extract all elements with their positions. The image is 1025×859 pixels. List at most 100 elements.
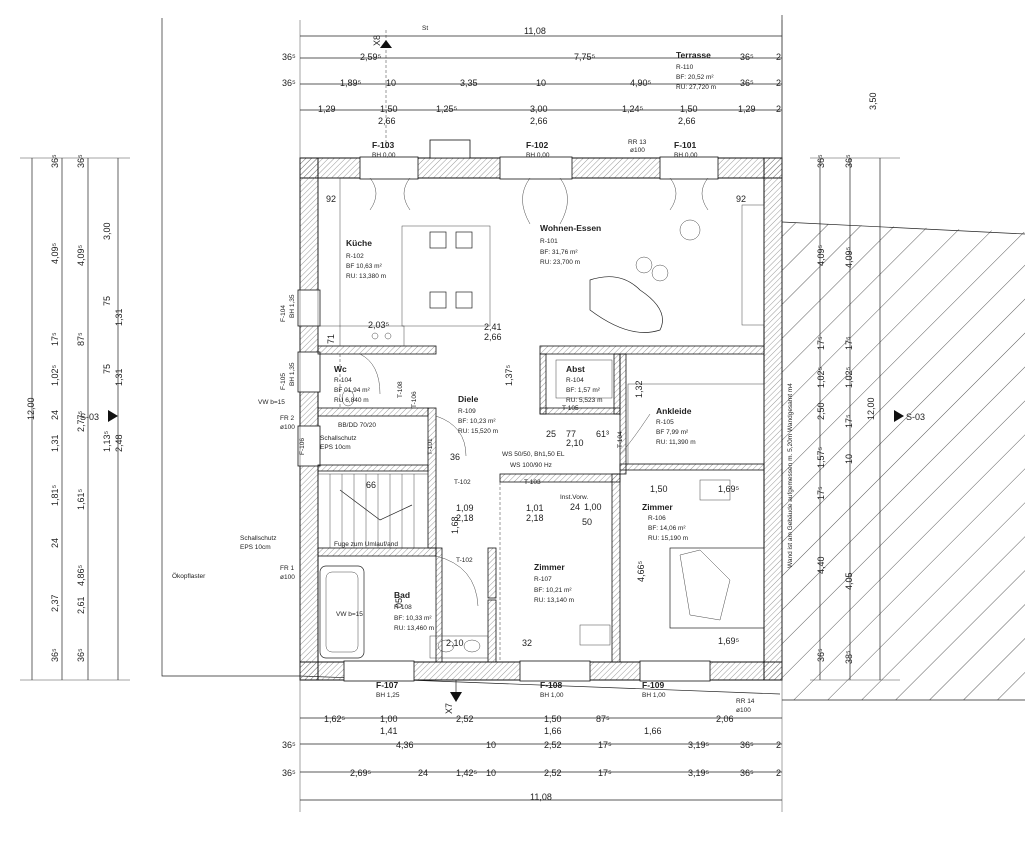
room-ankleide: Ankleide R-105 BF 7,99 m² RU: 11,390 m — [656, 406, 696, 446]
svg-text:36⁵: 36⁵ — [740, 740, 754, 750]
svg-text:R-107: R-107 — [534, 576, 552, 583]
svg-text:3,19⁵: 3,19⁵ — [688, 740, 710, 750]
outer-walls — [297, 139, 783, 682]
svg-text:RU: 15,520 m: RU: 15,520 m — [458, 428, 498, 435]
svg-text:1,41: 1,41 — [380, 726, 398, 736]
svg-text:EPS 10cm: EPS 10cm — [240, 544, 271, 551]
svg-text:2,69⁵: 2,69⁵ — [350, 768, 372, 778]
svg-text:R-110: R-110 — [676, 64, 694, 71]
svg-text:BF 01,94 m²: BF 01,94 m² — [334, 387, 371, 394]
svg-text:R-104: R-104 — [566, 377, 584, 384]
svg-text:RU: 11,390 m: RU: 11,390 m — [656, 439, 696, 446]
svg-text:2,10: 2,10 — [566, 438, 584, 448]
svg-text:36⁵: 36⁵ — [50, 154, 60, 168]
svg-text:WS 50/50, Bh1,50 EL: WS 50/50, Bh1,50 EL — [502, 451, 565, 458]
svg-text:4,90⁵: 4,90⁵ — [630, 78, 652, 88]
svg-text:BH 1,00: BH 1,00 — [540, 692, 564, 699]
svg-text:1,02⁵: 1,02⁵ — [816, 366, 826, 388]
svg-text:17⁵: 17⁵ — [844, 414, 854, 428]
svg-text:ø100: ø100 — [280, 574, 295, 581]
svg-text:1,69⁵: 1,69⁵ — [718, 636, 740, 646]
svg-text:2: 2 — [776, 52, 781, 62]
svg-text:BB/DD 70/20: BB/DD 70/20 — [338, 422, 376, 429]
svg-text:17⁵: 17⁵ — [816, 486, 826, 500]
svg-text:36⁵: 36⁵ — [740, 768, 754, 778]
svg-text:2,10: 2,10 — [446, 638, 464, 648]
svg-text:66: 66 — [366, 480, 376, 490]
svg-text:2,18: 2,18 — [526, 513, 544, 523]
svg-text:S-03: S-03 — [80, 412, 99, 422]
svg-text:F-108: F-108 — [540, 680, 562, 690]
top-dimensions: 11,08 36⁵ 2,59⁵ 7,75⁵ 36⁵ 36⁵ 1,89⁵ 10 3… — [282, 26, 781, 126]
svg-text:1,69⁵: 1,69⁵ — [718, 484, 740, 494]
svg-text:1,81⁵: 1,81⁵ — [50, 484, 60, 506]
svg-text:BF: 10,21 m²: BF: 10,21 m² — [534, 587, 572, 594]
svg-text:1,32: 1,32 — [634, 380, 644, 398]
svg-text:1,31: 1,31 — [50, 434, 60, 452]
bottom-dimensions: 1,62⁵ 1,00 2,52 1,50 87⁵ 2,06 1,41 1,66 … — [282, 714, 781, 802]
svg-text:36⁵: 36⁵ — [816, 154, 826, 168]
furniture — [317, 177, 765, 662]
svg-text:10: 10 — [386, 78, 396, 88]
svg-text:Diele: Diele — [458, 394, 479, 404]
svg-text:BF: 10,33 m²: BF: 10,33 m² — [394, 615, 432, 622]
window-labels: F-103 BH 0,00 F-102 BH 0,00 F-101 BH 0,0… — [280, 139, 755, 714]
svg-text:F-105: F-105 — [280, 373, 287, 390]
svg-text:T-104: T-104 — [617, 431, 624, 448]
svg-text:R-104: R-104 — [334, 377, 352, 384]
svg-text:F-104: F-104 — [280, 305, 287, 322]
svg-text:3,00: 3,00 — [102, 222, 112, 240]
svg-text:12,00: 12,00 — [26, 397, 36, 420]
svg-text:1,61⁵: 1,61⁵ — [76, 488, 86, 510]
svg-text:VW b=15: VW b=15 — [336, 611, 363, 618]
svg-text:36⁵: 36⁵ — [282, 52, 296, 62]
svg-text:2,18: 2,18 — [456, 513, 474, 523]
svg-text:4,09⁵: 4,09⁵ — [50, 242, 60, 264]
svg-text:RU 6,840 m: RU 6,840 m — [334, 397, 369, 404]
svg-text:87⁵: 87⁵ — [596, 714, 610, 724]
svg-text:BH 1,35: BH 1,35 — [289, 294, 296, 318]
svg-text:ø100: ø100 — [736, 707, 751, 714]
svg-text:2: 2 — [776, 78, 781, 88]
svg-text:BH 0,00: BH 0,00 — [372, 152, 396, 159]
svg-text:RR 14: RR 14 — [736, 698, 755, 705]
svg-text:77: 77 — [566, 429, 576, 439]
svg-text:1,02⁵: 1,02⁵ — [844, 366, 854, 388]
svg-text:X7: X7 — [444, 703, 454, 714]
svg-text:1,50: 1,50 — [680, 104, 698, 114]
svg-text:EPS 10cm: EPS 10cm — [320, 444, 351, 451]
svg-text:T-102: T-102 — [454, 479, 471, 486]
svg-text:25: 25 — [546, 429, 556, 439]
svg-text:4,40: 4,40 — [816, 556, 826, 574]
svg-text:F-107: F-107 — [376, 680, 398, 690]
svg-text:1,50: 1,50 — [650, 484, 668, 494]
svg-text:2,37: 2,37 — [50, 594, 60, 612]
svg-text:Ankleide: Ankleide — [656, 406, 692, 416]
svg-text:24: 24 — [50, 410, 60, 420]
svg-text:RU: 13,460 m: RU: 13,460 m — [394, 625, 434, 632]
section-markers — [108, 30, 904, 702]
svg-text:FR 1: FR 1 — [280, 565, 294, 572]
svg-text:1,62⁵: 1,62⁵ — [324, 714, 346, 724]
svg-text:RU: 5,523 m: RU: 5,523 m — [566, 397, 603, 404]
svg-text:RU: 27,720 m: RU: 27,720 m — [676, 84, 716, 91]
svg-text:4,05: 4,05 — [844, 572, 854, 590]
room-zimmer-106: Zimmer R-106 BF: 14,06 m² RU: 15,190 m — [642, 502, 688, 542]
svg-text:36⁵: 36⁵ — [76, 154, 86, 168]
svg-text:BF: 14,06 m²: BF: 14,06 m² — [648, 525, 686, 532]
svg-text:R-105: R-105 — [656, 419, 674, 426]
svg-text:2: 2 — [776, 740, 781, 750]
svg-text:BH 1,35: BH 1,35 — [289, 362, 296, 386]
svg-text:1,01: 1,01 — [526, 503, 544, 513]
svg-text:Wand ist am Gebäude aufgemesse: Wand ist am Gebäude aufgemessen m. 5,20m… — [787, 383, 794, 568]
svg-text:1,57⁵: 1,57⁵ — [816, 446, 826, 468]
svg-text:71: 71 — [326, 334, 336, 344]
svg-text:12,00: 12,00 — [866, 397, 876, 420]
svg-text:Ökopflaster: Ökopflaster — [172, 572, 206, 580]
svg-text:Inst.Vorw.: Inst.Vorw. — [560, 494, 588, 501]
svg-text:10: 10 — [844, 454, 854, 464]
svg-text:17⁵: 17⁵ — [844, 336, 854, 350]
svg-text:7,75⁵: 7,75⁵ — [574, 52, 596, 62]
svg-text:1,00: 1,00 — [380, 714, 398, 724]
